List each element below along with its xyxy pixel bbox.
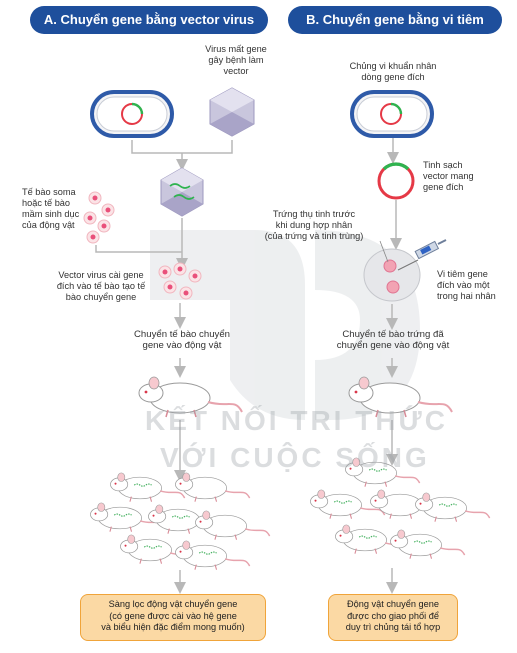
header-right: B. Chuyển gene bằng vi tiêm xyxy=(288,6,502,34)
fertilized-egg-icon xyxy=(363,240,421,302)
watermark-line-2: VỚI CUỘC SỐNG xyxy=(160,442,430,473)
watermark-line-1: KẾT NỐI TRI THỨC xyxy=(145,405,448,436)
offspring-mice-left xyxy=(90,472,271,570)
virus-left-icon xyxy=(209,87,255,137)
soma-cells-icon xyxy=(83,191,115,244)
header-left: A. Chuyển gene bằng vector virus xyxy=(30,6,268,34)
transduced-cells-icon xyxy=(158,262,202,300)
recombinant-virus-icon xyxy=(160,167,204,217)
left-result-box: Sàng lọc động vật chuyển gene(có gene đư… xyxy=(80,594,266,641)
plasmid-icon xyxy=(377,162,415,200)
bacterium-left-icon xyxy=(90,90,174,138)
bacterium-right-icon xyxy=(350,90,434,138)
syringe-icon xyxy=(397,239,447,271)
